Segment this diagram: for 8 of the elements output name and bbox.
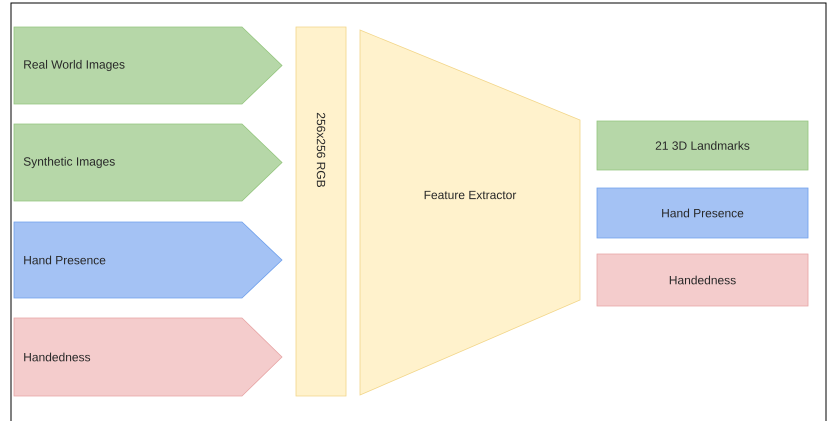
output-box: 21 3D Landmarks [596,120,808,170]
input-arrow-box: Real World Images [14,26,283,104]
output-box: Handedness [596,254,808,306]
output-box: Hand Presence [596,188,808,238]
input-arrow-box: Handedness [14,318,283,396]
input-arrow-box: Synthetic Images [14,124,283,202]
input-bar: 256x256 RGB [296,26,346,396]
input-arrow-box: Hand Presence [14,222,283,298]
